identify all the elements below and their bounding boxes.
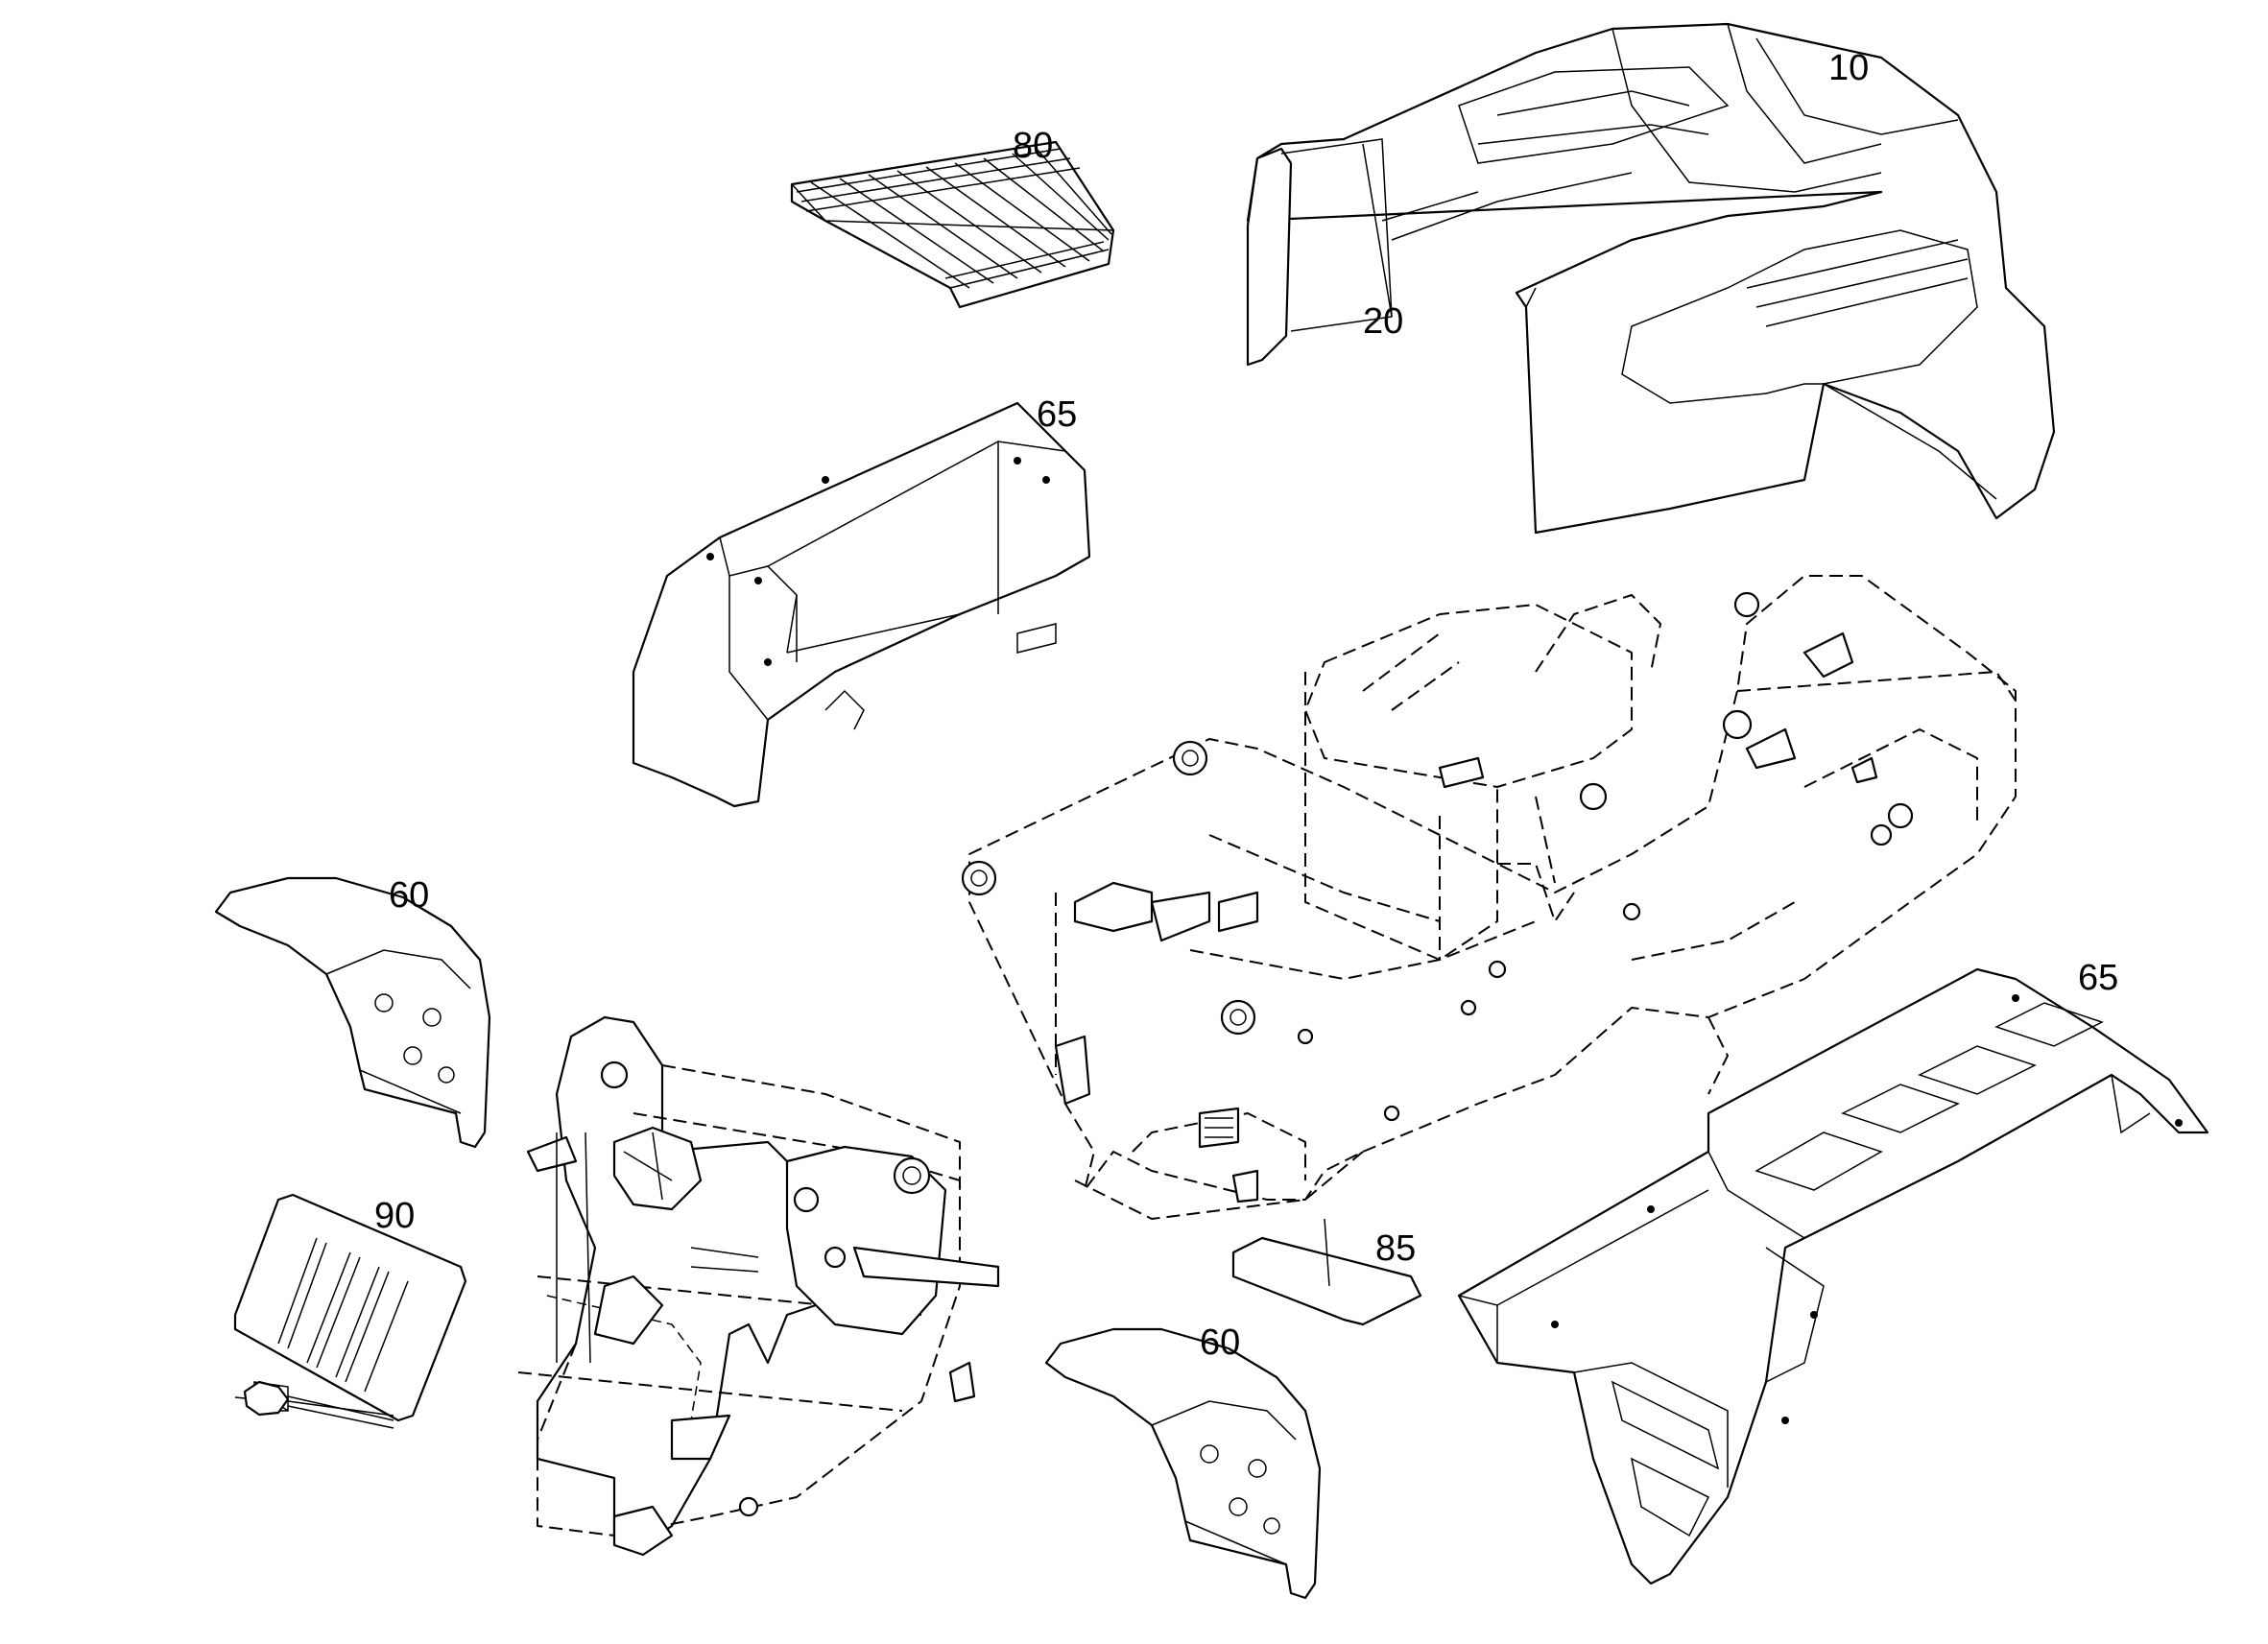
callout-10: 10	[1828, 48, 1870, 88]
callout-20: 20	[1363, 301, 1404, 342]
callout-60-left: 60	[389, 875, 430, 916]
callout-65-lower: 65	[2078, 958, 2119, 998]
main-frame	[961, 575, 2017, 1220]
callout-65-upper: 65	[1037, 394, 1078, 435]
hood-part-10	[1246, 22, 2056, 535]
plate-part-85	[1231, 1218, 1422, 1326]
side-panel-part-20	[1246, 138, 1633, 367]
callout-85: 85	[1375, 1228, 1417, 1269]
callout-90: 90	[374, 1196, 416, 1236]
front-frame	[517, 1015, 1000, 1557]
fender-part-60-right	[1044, 1327, 1322, 1600]
callout-60-right: 60	[1200, 1322, 1241, 1363]
fender-part-60-left	[214, 876, 491, 1149]
callout-80: 80	[1013, 126, 1054, 166]
cover-part-65-upper	[632, 401, 1091, 808]
plate-part-90	[233, 1193, 467, 1422]
bolt	[243, 1380, 394, 1429]
grille-part-80	[790, 140, 1115, 309]
platform-part-65-lower	[1457, 967, 2209, 1585]
